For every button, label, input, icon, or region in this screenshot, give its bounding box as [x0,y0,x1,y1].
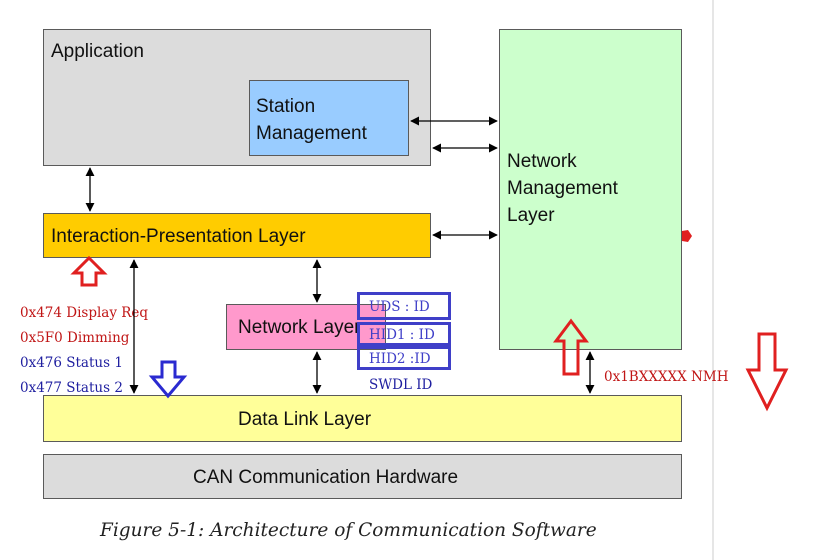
station-management: Station Management [249,80,409,156]
page-edge-shadow [712,0,714,560]
message-annotation: 0x474 Display Req [20,305,149,321]
red-marker-icon [682,230,692,242]
swdl-id-label: SWDL ID [369,377,433,393]
network-management-layer: Network Management Layer [499,29,682,350]
blue-down-arrow-icon [148,360,188,399]
red-up-arrow-icon [553,318,589,376]
message-annotation: 0x477 Status 2 [20,380,123,396]
red-down-arrow-icon [745,332,789,412]
message-annotation: 0x476 Status 1 [20,355,123,371]
red-up-arrow-icon [70,255,108,287]
network-layer-label: Network Layer [238,317,361,338]
can-hardware-label: CAN Communication Hardware [193,467,459,488]
hid1-id-box: HID1 : ID [357,322,451,346]
network-management-label: Network Management Layer [507,151,618,226]
uds-id-box: UDS : ID [357,292,451,320]
message-annotation: 0x5F0 Dimming [20,330,130,346]
application-label: Application [51,41,144,62]
interaction-presentation-label: Interaction-Presentation Layer [51,226,306,247]
data-link-label: Data Link Layer [238,409,372,430]
page-margin [714,0,819,560]
figure-caption: Figure 5-1: Architecture of Communicatio… [100,520,597,541]
station-management-label: Station Management [256,96,367,144]
interaction-presentation-layer: Interaction-Presentation Layer [43,213,431,258]
data-link-layer: Data Link Layer [43,395,682,442]
can-hardware-layer: CAN Communication Hardware [43,454,682,499]
hid2-id-box: HID2 :ID [357,346,451,370]
nmh-annotation: 0x1BXXXXX NMH [604,369,729,385]
